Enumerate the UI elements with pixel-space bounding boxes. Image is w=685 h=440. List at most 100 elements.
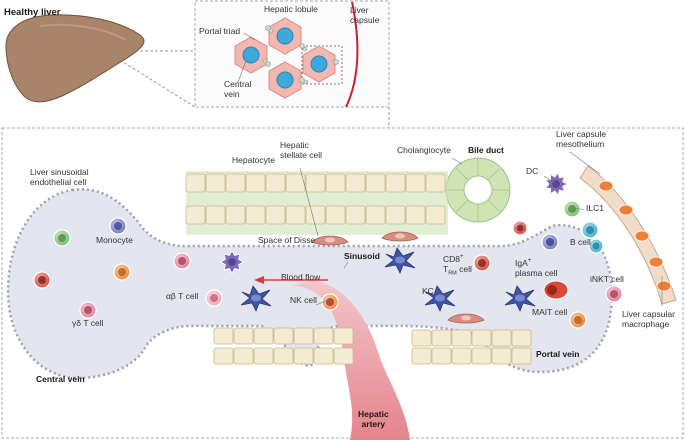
hepatocyte-icon — [205, 173, 226, 193]
teal-cell-icon — [588, 238, 604, 254]
hepatocyte-icon — [225, 205, 246, 225]
hepatocyte-icon — [333, 347, 354, 365]
hepatocyte-icon — [471, 329, 492, 347]
gamma-delta-t-cell-icon — [79, 301, 97, 319]
hepatocyte-icon — [451, 347, 472, 365]
label-iga-plasma-cell: IgA+ plasma cell — [515, 257, 558, 278]
label-ilc1: ILC1 — [586, 203, 604, 213]
hepatocyte-icon — [265, 205, 286, 225]
hepatocyte-icon — [253, 327, 274, 345]
hepatocyte-icon — [431, 347, 452, 365]
inkt-cell-icon — [605, 285, 623, 303]
label-gamma-delta-t-cell: γδ T cell — [72, 318, 104, 328]
hepatocyte-icon — [273, 347, 294, 365]
label-kc: KC — [422, 286, 434, 296]
label-hepatic-lobule: Hepatic lobule — [264, 4, 318, 14]
hepatocyte-icon — [511, 329, 532, 347]
ilc1-cell-icon — [563, 200, 581, 218]
label-space-of-disse: Space of Disse — [258, 235, 316, 245]
hepatocyte-icon — [225, 173, 246, 193]
label-hepatocyte: Hepatocyte — [232, 155, 275, 165]
hepatocyte-icon — [385, 205, 406, 225]
liver-capsular-macrophage — [598, 180, 672, 292]
hepatocyte-icon — [471, 347, 492, 365]
hepatocyte-icon — [333, 327, 354, 345]
hepatocyte-icon — [253, 347, 274, 365]
macrophage-icon — [598, 180, 614, 192]
macrophage-icon — [634, 230, 650, 242]
hepatocyte-icon — [305, 173, 326, 193]
hepatocyte-icon — [491, 329, 512, 347]
label-bile-duct: Bile duct — [468, 145, 504, 155]
label-inkt-cell: iNKT cell — [590, 274, 624, 284]
label-hepatic-artery: Hepatic artery — [358, 409, 389, 429]
lobule-zoom-box — [301, 45, 343, 85]
hepatocyte-icon — [411, 329, 432, 347]
label-healthy-liver: Healthy liver — [4, 7, 61, 18]
kupffer-cell-icon — [384, 247, 416, 274]
hepatocyte-icon — [213, 347, 234, 365]
label-liver-capsule-mesothelium: Liver capsule mesothelium — [556, 129, 607, 149]
macrophage-icon — [656, 280, 672, 292]
nk-cell-icon — [321, 293, 339, 311]
label-hepatic-stellate-cell: Hepatic stellate cell — [280, 140, 323, 160]
kupffer-cell-icon — [240, 285, 272, 312]
label-liver-capsule: Liver capsule — [350, 5, 380, 25]
hepatocyte-icon — [425, 205, 446, 225]
label-b-cell: B cell — [570, 237, 591, 247]
immune-cells — [33, 172, 623, 329]
label-liver-capsular-macrophage: Liver capsular macrophage — [622, 309, 675, 329]
hepatocyte-icon — [431, 329, 452, 347]
green-cell-icon — [53, 229, 71, 247]
stellate-cell-icon — [447, 313, 485, 324]
hepatocyte-icon — [213, 327, 234, 345]
label-central-vein: Central vein — [36, 374, 85, 384]
hepatocyte-icon — [245, 173, 266, 193]
hepatocyte-band — [185, 171, 532, 365]
ab-t-cell-icon — [205, 289, 223, 307]
hepatocyte-icon — [405, 205, 426, 225]
liver-capsule-line — [345, 1, 359, 108]
label-nk-cell: NK cell — [290, 295, 317, 305]
label-ab-t-cell: αβ T cell — [166, 291, 199, 301]
hepatocyte-icon — [325, 205, 346, 225]
mait-cell-icon — [569, 311, 587, 329]
cd8-trm-cell-icon — [473, 254, 491, 272]
stellate-cell-icon — [311, 235, 349, 246]
hepatocyte-icon — [345, 205, 366, 225]
label-lsec: Liver sinusoidal endothelial cell — [30, 167, 89, 187]
hepatocyte-icon — [185, 205, 206, 225]
label-cd8-trm-cell: CD8+ TRM cell — [443, 253, 472, 277]
hepatocyte-icon — [425, 173, 446, 193]
label-central-vein-inset: Central vein — [224, 79, 252, 99]
bile-duct-icon — [445, 157, 511, 223]
dc-cell-icon — [219, 249, 245, 275]
liver-organ-icon — [5, 14, 145, 103]
hepatocyte-icon — [205, 205, 226, 225]
pink-cell-icon — [173, 252, 191, 270]
hepatocyte-icon — [345, 173, 366, 193]
teal-cell-icon — [581, 221, 599, 239]
macrophage-icon — [648, 256, 664, 268]
hepatocyte-icon — [511, 347, 532, 365]
hepatocyte-icon — [305, 205, 326, 225]
hepatocyte-icon — [405, 173, 426, 193]
portal-triad-dots — [262, 25, 339, 85]
label-portal-triad: Portal triad — [199, 26, 241, 36]
hepatocyte-icon — [285, 205, 306, 225]
b-cell-icon — [541, 233, 559, 251]
hepatocyte-icon — [293, 327, 314, 345]
dc-cell-icon — [544, 172, 569, 196]
label-sinusoid: Sinusoid — [344, 251, 380, 261]
hepatocyte-icon — [313, 347, 334, 365]
hepatocyte-icon — [491, 347, 512, 365]
label-mait-cell: MAIT cell — [532, 307, 568, 317]
plasma-cell-icon — [543, 280, 569, 300]
monocyte-cell-icon — [109, 217, 127, 235]
hepatocyte-icon — [365, 173, 386, 193]
hepatocyte-icon — [411, 347, 432, 365]
label-monocyte: Monocyte — [96, 235, 133, 245]
hepatic-lobule-icon — [234, 17, 336, 99]
